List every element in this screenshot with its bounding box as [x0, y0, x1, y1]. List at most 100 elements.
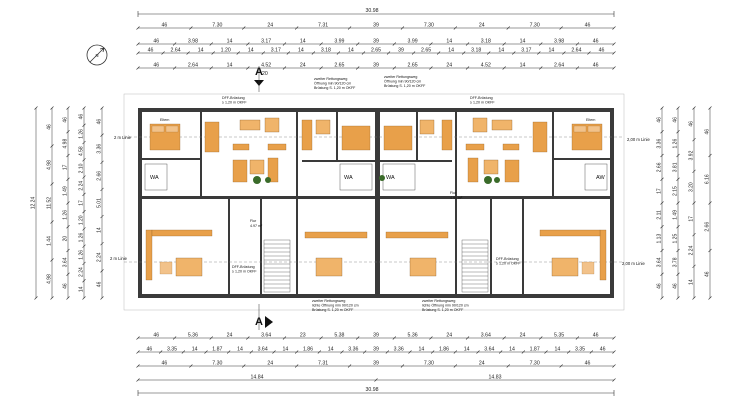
left-dimension-col-1-value: 4.98 [47, 274, 53, 284]
top-dimension-row-3-value: 39 [398, 48, 404, 54]
section-mark-bottom: A [255, 304, 273, 330]
top-dimension-row-3-value: 2.64 [171, 48, 181, 54]
left-dimension-col-3-value: 1.26 [79, 232, 85, 242]
note-line: DFF-Brüstung [232, 265, 255, 269]
top-dimension-row-4-value: 14 [520, 63, 526, 69]
note-line: zweiter Rettungsweg [422, 299, 455, 303]
note-line: Brüstung S. 1,20 m OKFF [422, 308, 464, 312]
note-line: lichte Öffnung min 90/120 cm [312, 303, 359, 307]
right-dimension-col-2-value: 3.78 [673, 257, 679, 267]
right-dimension-col-3-value: 14 [689, 279, 695, 285]
note-line: zweiter Rettungsweg [384, 75, 417, 79]
bottom-dimension-row-1-value: 24 [520, 333, 526, 339]
top-dimension-row-2-value: 14 [446, 39, 452, 45]
left-dimension-col-2-value: 1.26 [63, 210, 69, 220]
top-dimension-row-3-value: 2.64 [571, 48, 581, 54]
left-dimension-col-4-value: 3.36 [97, 144, 103, 154]
bottom-dimension-row-2-value: 14 [192, 347, 198, 353]
left-dimension-col-3-value: 4.58 [79, 146, 85, 156]
right-dimension-col-1-value: 46 [657, 117, 663, 123]
note-line: Brüstung S. 1,20 m OKFF [314, 86, 356, 90]
left-dimension-col-2-value: 20 [63, 236, 69, 242]
bottom-dimension-row-2-value: 14 [554, 347, 560, 353]
bottom-dimension-row-2-value: 1.87 [530, 347, 540, 353]
left-dimension-col-3-value: 14 [79, 286, 85, 292]
left-dimension-col-1-value: 4.98 [47, 160, 53, 170]
side-dimension-chains: 12.24464.9811.521.444.98464.98171.491.26… [31, 106, 712, 300]
north-arrow: N [86, 44, 108, 66]
two-m-line-left-upper: 2 m Linie [114, 135, 132, 140]
left-dimension-col-3-value: 17 [79, 200, 85, 206]
two-m-line-right-lower: 2,00 m Linie [622, 261, 645, 266]
left-dimension-col-3-value: 1.26 [79, 250, 85, 260]
right-dimension-col-2-value: 1.26 [673, 139, 679, 149]
top-dimension-row-3-value: 46 [599, 48, 605, 54]
room-area-left: 4.97 m² [250, 224, 263, 228]
room-wa-3: WA [386, 175, 395, 181]
note-line: Brüstung S. 1,20 m OKFF [312, 308, 354, 312]
left-dimension-col-1-value: 1.44 [47, 236, 53, 246]
top-dimension-row-1-value: 46 [585, 23, 591, 29]
bottom-dimension-row-2-value: 3.35 [167, 347, 177, 353]
bottom-dimension-row-4-value: 14.83 [489, 375, 502, 381]
left-dimension-col-2-value: 1.49 [63, 186, 69, 196]
room-eltern-left: Eltern [160, 118, 169, 122]
note-line: zweiter Rettungsweg [314, 77, 347, 81]
top-dimension-row-3-value: 3.17 [271, 48, 281, 54]
top-dimension-row-4-value: 46 [593, 63, 599, 69]
bottom-dimension-row-2-value: 3.36 [394, 347, 404, 353]
top-dimension-row-2-value: 3.18 [481, 39, 491, 45]
note-line: DFF-Brüstung [470, 96, 493, 100]
left-dimension-col-3-value: 1.20 [79, 215, 85, 225]
bottom-dimension-row-1-value: 46 [153, 333, 159, 339]
bottom-dimension-row-2-value: 14 [464, 347, 470, 353]
right-dimension-col-3-value: 3.20 [689, 182, 695, 192]
bottom-dimension-row-2-value: 39 [373, 347, 379, 353]
two-m-line-right-upper: 2,00 m Linie [627, 137, 650, 142]
top-dimension-row-1-value: 39 [373, 23, 379, 29]
right-dimension-col-1-value: 3.36 [657, 139, 663, 149]
room-eltern-right: Eltern [586, 118, 595, 122]
left-dimension-col-3-value: 2.24 [79, 267, 85, 277]
left-dimension-col-4-value: 2.24 [97, 252, 103, 262]
bottom-dimension-row-1-value: 3.64 [481, 333, 491, 339]
left-dimension-col-2-value: 4.98 [63, 139, 69, 149]
room-wa-4: AW [596, 175, 605, 181]
bottom-dimension-row-3-value: 24 [267, 361, 273, 367]
left-dimension-col-2-value: 46 [63, 283, 69, 289]
right-dimension-col-4-value: 46 [705, 271, 711, 277]
top-dimension-row-3-value: 14 [498, 48, 504, 54]
bottom-dimension-row-3-value: 7.30 [424, 361, 434, 367]
top-dimension-row-2-value: 3.99 [408, 39, 418, 45]
top-dimension-row-3-value: 14 [298, 48, 304, 54]
top-dimension-row-4-value: 14 [227, 63, 233, 69]
note-line: DFF-Brüstung [496, 257, 519, 261]
left-dimension-outer-value: 12.24 [31, 197, 37, 210]
top-dimension-row-1-value: 46 [162, 23, 168, 29]
bottom-dimension-row-2-value: 46 [146, 347, 152, 353]
top-dimension-row-1-value: 7.31 [318, 23, 328, 29]
top-dimension-row-2-value: 46 [593, 39, 599, 45]
bottom-dimension-row-1-value: 5.35 [554, 333, 564, 339]
bottom-dimension-row-3-value: 7.30 [530, 361, 540, 367]
left-dimension-col-1-value: 46 [47, 124, 53, 130]
note-line: DFF-Brüstung [222, 96, 245, 100]
bottom-dimension-row-3-value: 46 [162, 361, 168, 367]
bottom-dimension-row-1-value: 24 [227, 333, 233, 339]
bottom-dimension-row-2-value: 1.86 [439, 347, 449, 353]
top-dimension-row-2-value: 14 [300, 39, 306, 45]
top-dimension-row-2-value: 46 [153, 39, 159, 45]
right-dimension-col-1-value: 2.11 [657, 210, 663, 220]
room-wa-2: WA [344, 175, 353, 181]
top-dimension-row-1-value: 7.30 [424, 23, 434, 29]
